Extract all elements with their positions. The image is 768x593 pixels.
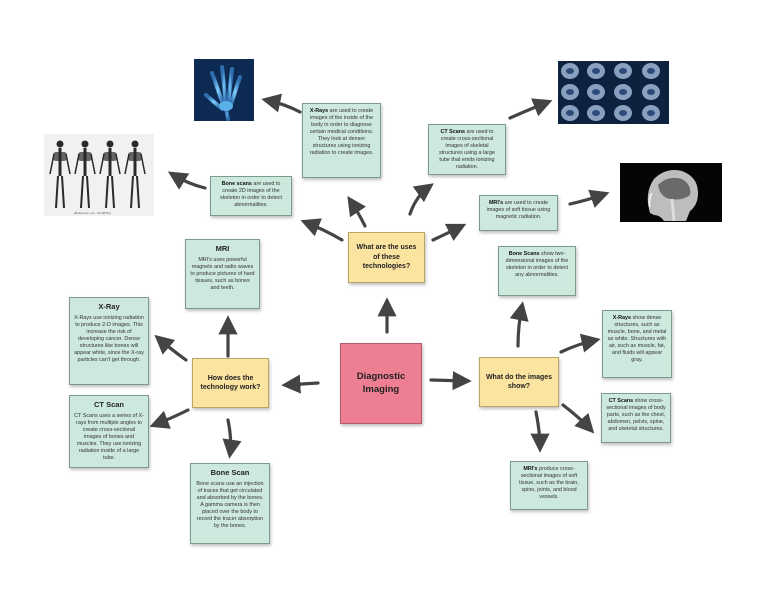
hand-xray-image: [194, 59, 254, 121]
arrow-bone-to-image: [167, 171, 207, 190]
how-ct-note: CT Scan CT Scans uses a series of X-rays…: [69, 395, 149, 468]
how-bone-title: Bone Scan: [210, 468, 250, 477]
show-xray-text: show dense structures, such as muscle, b…: [607, 315, 667, 364]
uses-ct-term: CT Scans: [440, 129, 466, 135]
arrow-center-to-how: [281, 374, 320, 394]
hub-how-label: How does the technology work?: [200, 374, 261, 391]
center-title: Diagnostic Imaging: [356, 370, 406, 395]
uses-ct-text: are used to create cross-sectional image…: [438, 129, 496, 171]
skeleton-figure-1: [49, 140, 71, 209]
uses-bone-note: Bone scans are used to create 2D images …: [210, 176, 292, 216]
mri-head-image: [620, 163, 722, 222]
hub-show-label: What do the images show?: [485, 373, 553, 390]
arrow-how-to-xray: [154, 334, 188, 362]
uses-mri-note: MRI's are used to create images of soft …: [479, 195, 558, 231]
center-node: Diagnostic Imaging: [340, 343, 422, 424]
arrow-ct-to-image: [508, 98, 553, 120]
show-ct-text: show cross-sectional images of body part…: [606, 398, 666, 433]
arrow-uses-to-bone: [300, 218, 344, 242]
uses-mri-text: are used to create images of soft tissue…: [486, 200, 551, 221]
how-xray-note: X-Ray X-Rays use ionizing radiation to p…: [69, 297, 149, 385]
bone-scan-caption: (Reference: ncl - 24.4M*5x): [74, 211, 111, 215]
uses-xray-term: X-Rays: [309, 108, 329, 114]
show-bone-term: Bone Scans: [508, 251, 540, 257]
show-xray-term: X-Rays: [612, 315, 631, 321]
uses-xray-text: are used to create images of the inside …: [309, 108, 374, 157]
arrow-mri-to-image: [568, 189, 610, 208]
how-xray-text: X-Rays use ionizing radiation to produce…: [74, 314, 144, 363]
uses-ct-note: CT Scans are used to create cross-sectio…: [428, 124, 506, 175]
uses-xray-note: X-Rays are used to create images of the …: [302, 103, 381, 178]
uses-mri-term: MRI's: [488, 200, 504, 206]
arrow-uses-to-mri: [431, 223, 467, 242]
skeleton-figure-3: [99, 140, 121, 209]
arrow-uses-to-ct: [408, 183, 434, 216]
skeleton-figure-4: [124, 140, 146, 209]
arrow-how-to-ct: [149, 408, 190, 429]
show-xray-note: X-Rays show dense structures, such as mu…: [602, 310, 672, 378]
show-mri-text: produce cross-sectional images of soft t…: [519, 466, 579, 501]
how-bone-note: Bone Scan Bone scans use an injection of…: [190, 463, 270, 544]
hub-uses-label: What are the uses of these technologies?: [356, 244, 417, 271]
show-mri-term: MRI's: [523, 466, 538, 472]
bone-scan-image: (Reference: ncl - 24.4M*5x): [44, 134, 154, 216]
arrow-show-to-mri: [530, 410, 550, 453]
hub-show: What do the images show?: [479, 357, 559, 407]
show-bone-text: show two-dimensional images of the skele…: [505, 251, 569, 279]
hub-how: How does the technology work?: [192, 358, 269, 408]
how-ct-text: CT Scans uses a series of X-rays from mu…: [74, 412, 144, 461]
arrow-show-to-ct: [561, 403, 595, 434]
uses-bone-term: Bone scans: [221, 181, 252, 187]
how-ct-title: CT Scan: [93, 400, 124, 409]
show-mri-note: MRI's produce cross-sectional images of …: [510, 461, 588, 510]
show-ct-note: CT Scans show cross-sectional images of …: [601, 393, 671, 443]
skeleton-figure-2: [74, 140, 96, 209]
arrow-show-to-bone: [509, 301, 529, 348]
arrow-uses-to-xray: [347, 196, 367, 228]
arrow-how-to-bone: [222, 418, 242, 459]
how-bone-text: Bone scans use an injection of traces th…: [196, 480, 264, 529]
hub-uses: What are the uses of these technologies?: [348, 232, 425, 283]
how-xray-title: X-Ray: [98, 302, 120, 311]
show-ct-term: CT Scans: [608, 398, 634, 404]
arrow-center-to-show: [429, 371, 472, 391]
how-mri-title: MRI: [215, 244, 230, 253]
arrow-xray-to-image: [261, 93, 302, 114]
show-bone-note: Bone Scans show two-dimensional images o…: [498, 246, 576, 296]
how-mri-text: MRI's uses powerful magnets and radio wa…: [190, 256, 255, 291]
uses-bone-text: are used to create 2D images of the skel…: [219, 181, 283, 209]
ct-scan-grid-image: [558, 61, 669, 124]
arrow-show-to-xray: [559, 333, 601, 354]
how-mri-note: MRI MRI's uses powerful magnets and radi…: [185, 239, 260, 309]
